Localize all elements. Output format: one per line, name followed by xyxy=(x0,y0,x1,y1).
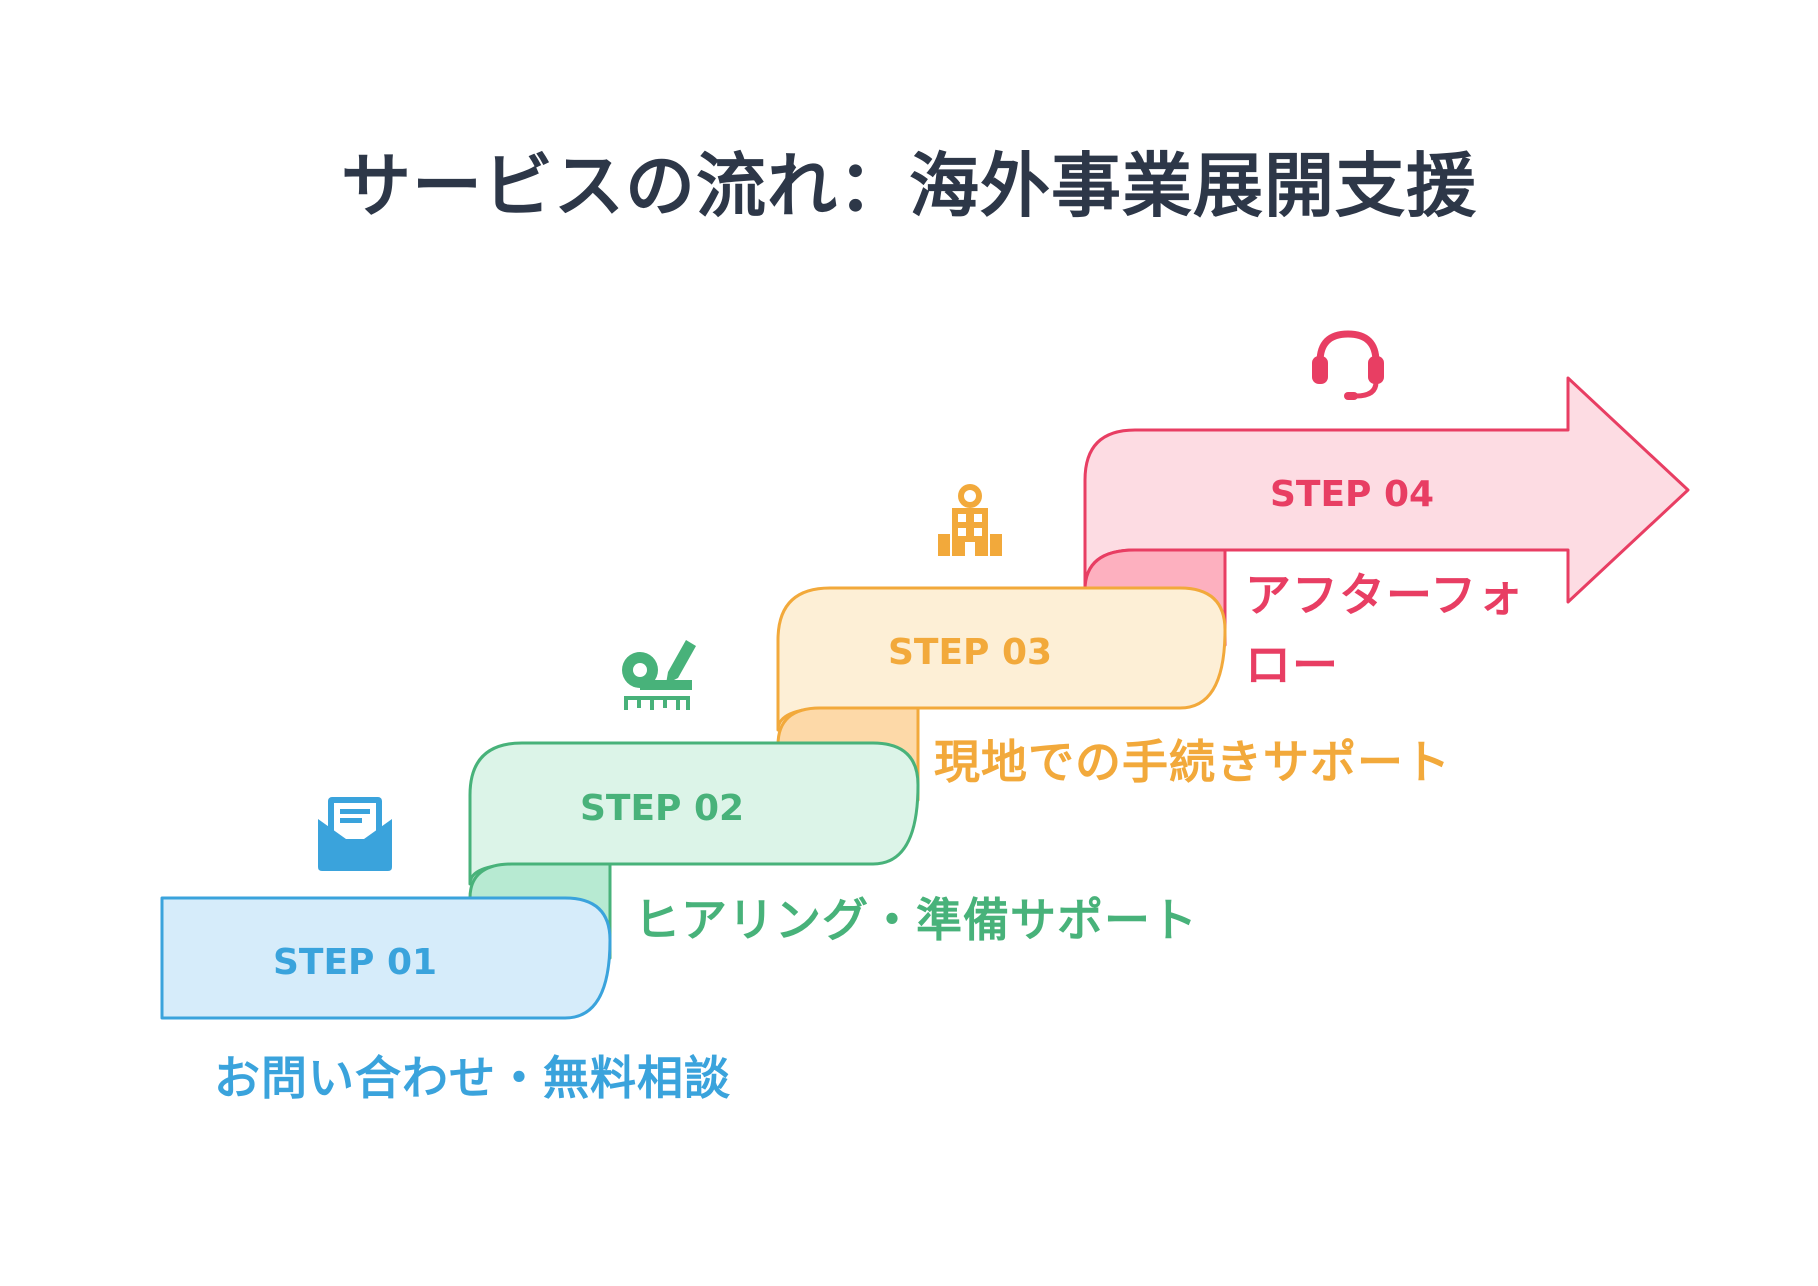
step-04-shape xyxy=(1083,376,1690,647)
headset-icon xyxy=(1312,330,1384,400)
step-03-label: STEP 03 xyxy=(888,632,1052,673)
step-01-shape xyxy=(160,896,612,1020)
design-tools-icon xyxy=(622,640,696,710)
step-01-description: お問い合わせ・無料相談 xyxy=(214,1051,731,1105)
step-01-label: STEP 01 xyxy=(273,942,437,983)
step-04-description: アフターフォロー xyxy=(1245,568,1525,692)
page-title: サービスの流れ：海外事業展開支援 xyxy=(341,145,1477,227)
office-building-icon xyxy=(938,484,1002,556)
step-03-shape xyxy=(776,586,1227,802)
step-04-label: STEP 04 xyxy=(1270,474,1434,515)
mail-inbox-icon xyxy=(318,797,392,871)
step-02-description: ヒアリング・準備サポート xyxy=(634,893,1198,947)
step-03-description: 現地での手続きサポート xyxy=(934,735,1451,789)
step-02-label: STEP 02 xyxy=(580,788,744,829)
